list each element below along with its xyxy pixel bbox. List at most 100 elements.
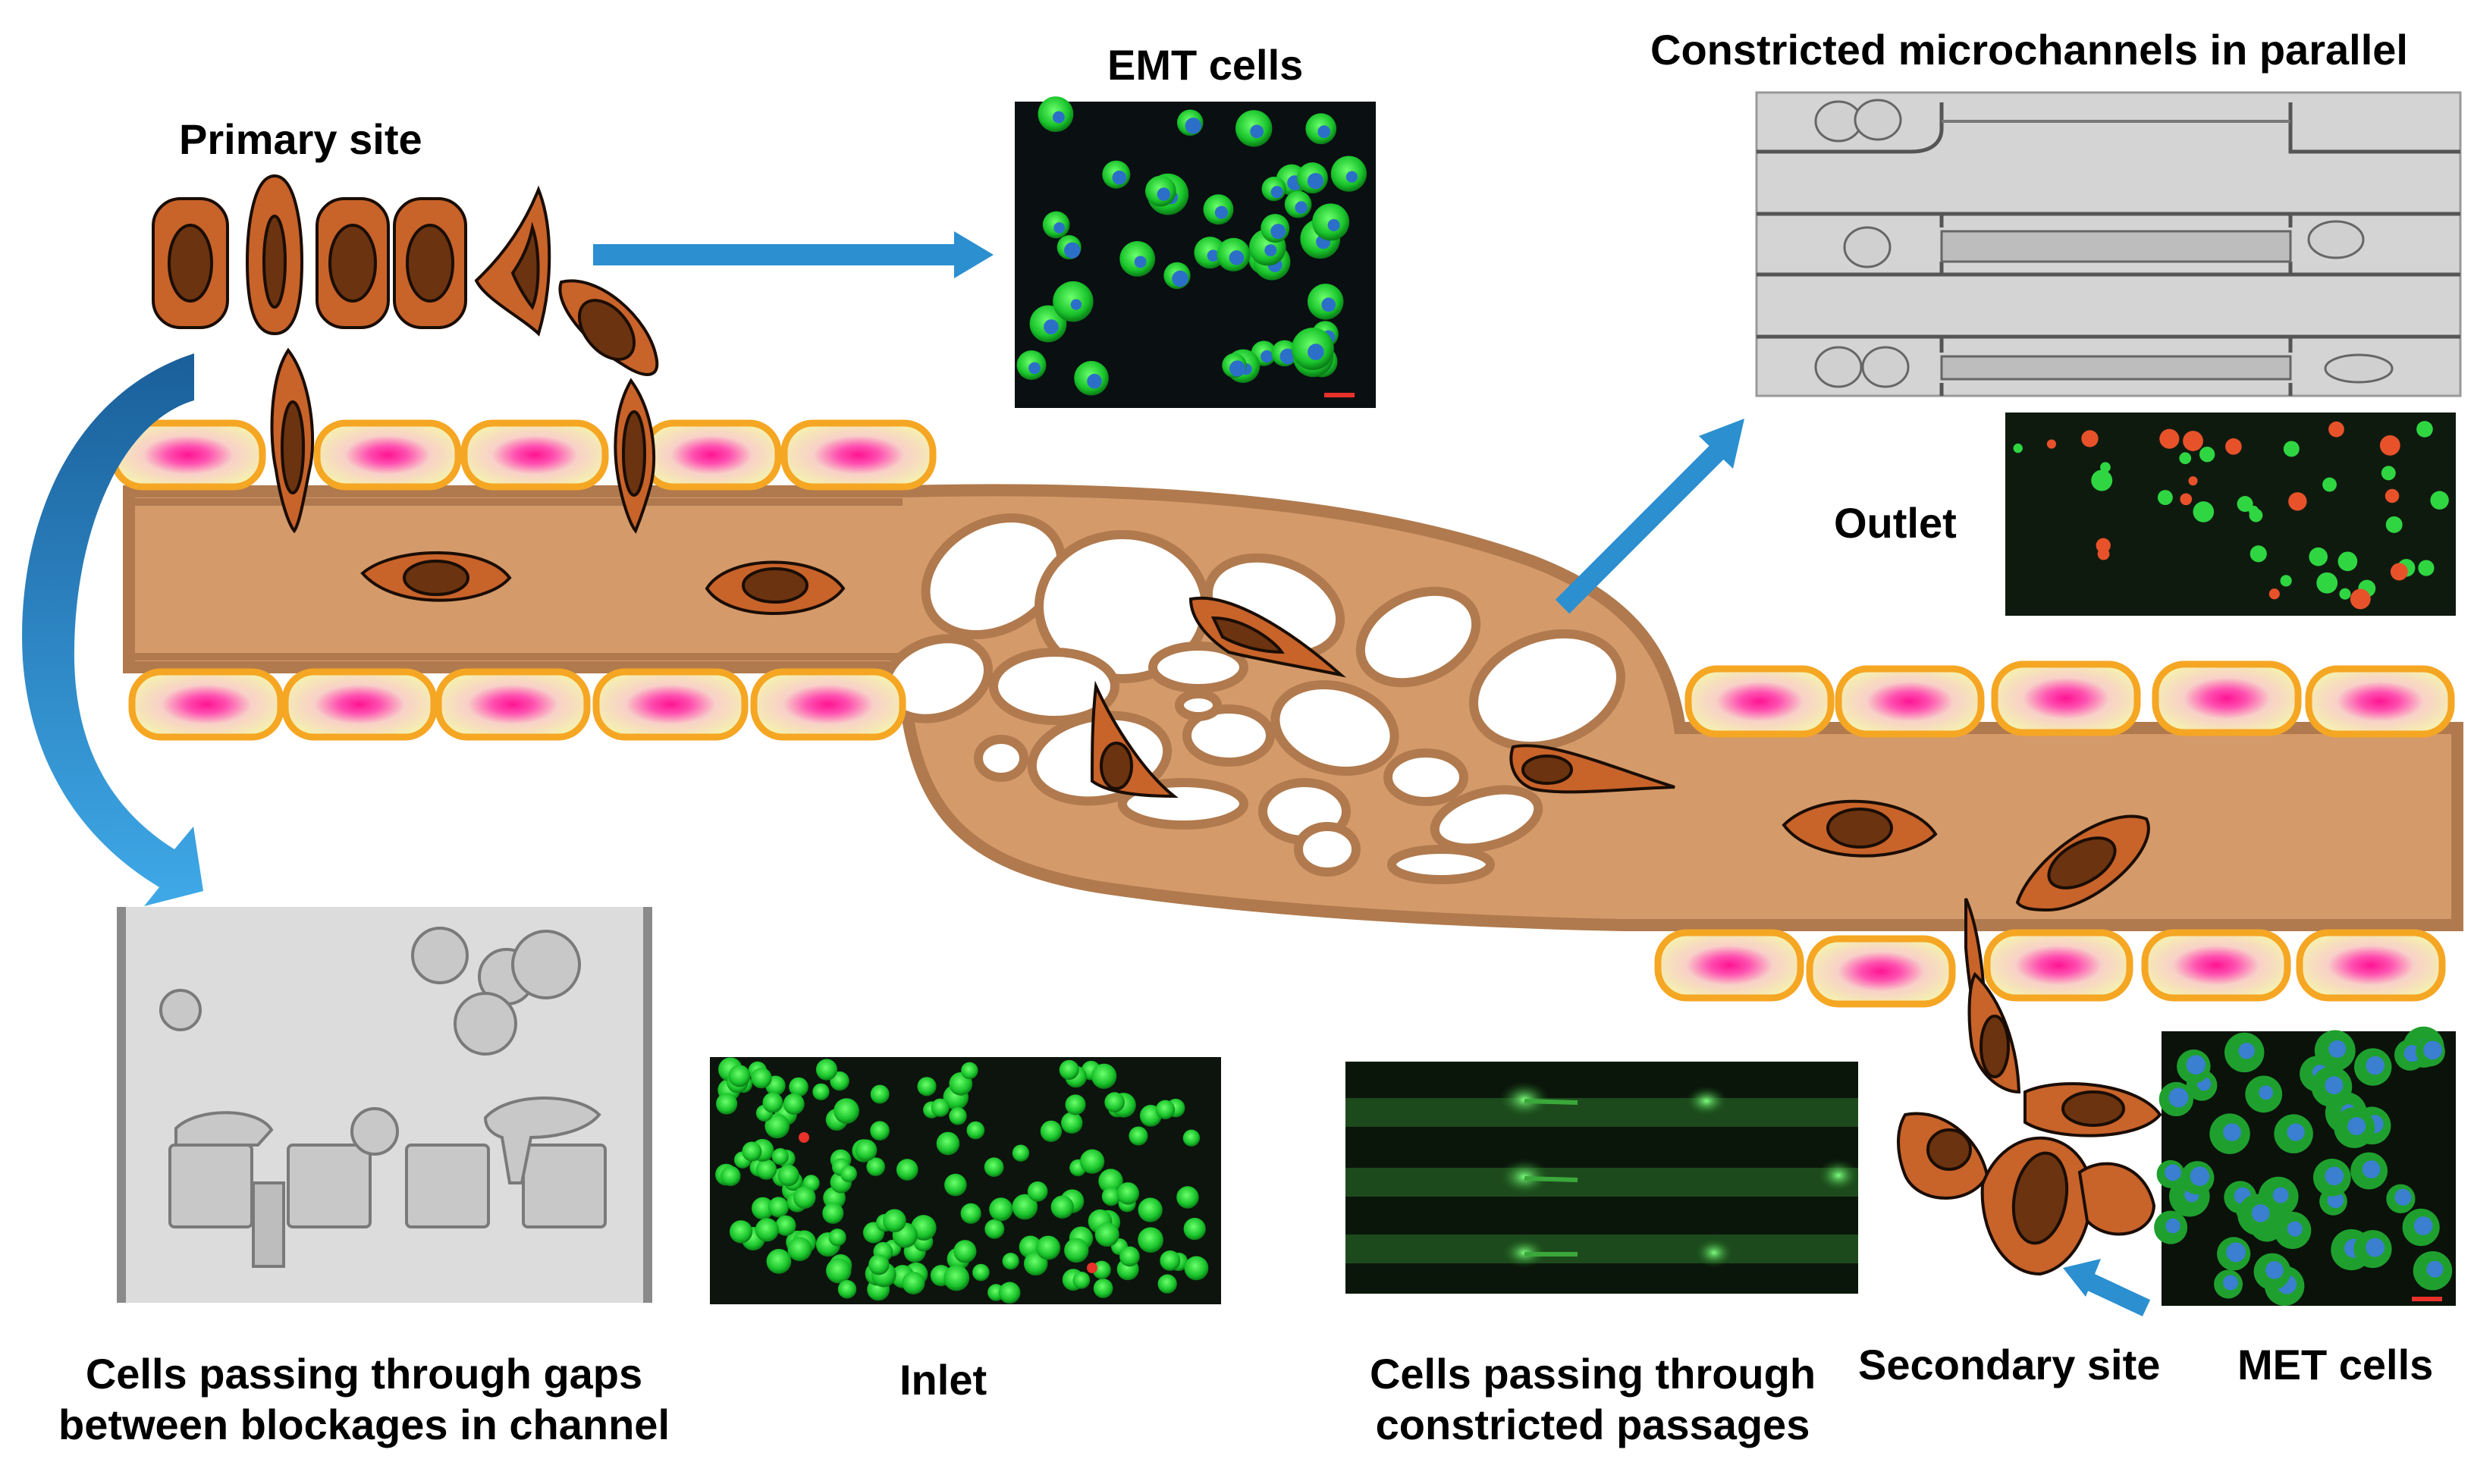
outlet-dead-cell xyxy=(2046,439,2057,449)
emt-cell-nucleus xyxy=(1261,350,1273,363)
inlet-cell xyxy=(953,1240,977,1263)
emt-cell-nucleus xyxy=(1229,360,1246,377)
inlet-cell xyxy=(766,1249,792,1274)
inlet-cell xyxy=(764,1113,790,1139)
inlet-cell xyxy=(1098,1169,1123,1194)
inlet-cell xyxy=(936,1131,960,1156)
endothelial-layer-bottom-right xyxy=(1654,929,2446,1008)
inlet-cell xyxy=(1101,1187,1121,1206)
inlet-cell xyxy=(755,1218,779,1242)
inlet-cell xyxy=(1012,1144,1030,1162)
label-inlet: Inlet xyxy=(899,1356,987,1404)
label-cells-gaps-line2: between blockages in channel xyxy=(58,1401,670,1449)
met-cell-nucleus xyxy=(2426,1260,2444,1278)
inlet-cell xyxy=(1027,1181,1048,1202)
inlet-cell xyxy=(751,1067,772,1089)
emt-cell-nucleus xyxy=(1279,348,1296,365)
met-cell-nucleus xyxy=(2238,1043,2255,1059)
inlet-cell xyxy=(787,1237,812,1262)
inlet-cell xyxy=(742,1141,762,1162)
outlet-live-cell xyxy=(2337,551,2358,572)
outlet-live-cell xyxy=(2199,447,2215,463)
label-cells-constricted: Cells passing through constricted passag… xyxy=(1370,1348,1816,1450)
inlet-cell xyxy=(1157,1274,1177,1294)
met-cell-nucleus xyxy=(2325,1076,2344,1095)
met-cell-nucleus xyxy=(2226,1242,2246,1263)
emt-cell-nucleus xyxy=(1172,270,1188,287)
emt-cell-nucleus xyxy=(1250,124,1264,139)
inlet-cell xyxy=(1138,1227,1163,1253)
inlet-cell xyxy=(1176,1186,1199,1209)
inlet-cell xyxy=(966,1121,985,1140)
inlet-cell xyxy=(1094,1222,1119,1247)
inlet-cell xyxy=(989,1197,1013,1222)
inlet-cell xyxy=(768,1197,790,1218)
inlet-cell xyxy=(1184,1256,1209,1281)
emt-cell-nucleus xyxy=(1064,242,1081,259)
label-constricted-microchannels: Constricted microchannels in parallel xyxy=(1650,26,2408,74)
emt-cell-nucleus xyxy=(1028,362,1041,375)
outlet-live-cell xyxy=(2193,501,2215,522)
inlet-cell xyxy=(870,1121,890,1140)
outlet-live-cell xyxy=(2309,547,2328,566)
label-primary-site: Primary site xyxy=(179,115,422,163)
inlet-cell xyxy=(1091,1063,1117,1089)
inlet-red-cell xyxy=(799,1132,809,1143)
inlet-cell xyxy=(917,1077,937,1097)
endothelial-layer-top-left xyxy=(110,419,937,491)
emt-cell-nucleus xyxy=(1270,186,1283,199)
label-cells-constricted-line2: constricted passages xyxy=(1375,1401,1810,1449)
inlet-cell xyxy=(1138,1197,1163,1222)
label-outlet: Outlet xyxy=(1834,499,1957,547)
met-cell-nucleus xyxy=(2347,1117,2366,1136)
gaps-image xyxy=(117,907,652,1303)
inlet-cell xyxy=(902,1271,925,1294)
inlet-cell xyxy=(1002,1253,1019,1270)
inlet-cell xyxy=(812,1083,830,1100)
met-cell-nucleus xyxy=(2186,1055,2206,1075)
inlet-cell xyxy=(751,1197,774,1220)
inlet-cell xyxy=(775,1215,796,1236)
outlet-live-cell xyxy=(2430,491,2449,510)
outlet-dead-cell xyxy=(2350,588,2371,610)
emt-cell-nucleus xyxy=(1308,344,1324,360)
outlet-dead-cell xyxy=(2268,588,2280,600)
inlet-cell xyxy=(1012,1194,1038,1220)
met-cell-nucleus xyxy=(2413,1216,2433,1235)
label-cells-gaps-line1: Cells passing through gaps xyxy=(85,1350,643,1398)
label-emt-cells: EMT cells xyxy=(1107,41,1304,89)
inlet-cell xyxy=(1059,1059,1079,1080)
met-cell-nucleus xyxy=(2423,1040,2443,1060)
outlet-dead-cell xyxy=(2390,563,2408,581)
inlet-cell xyxy=(1050,1195,1074,1219)
met-cell-nucleus xyxy=(2259,1085,2274,1100)
inlet-cell xyxy=(755,1159,777,1180)
outlet-dead-cell xyxy=(2096,538,2111,553)
met-cell-nucleus xyxy=(2190,1166,2210,1186)
inlet-cell xyxy=(728,1065,751,1087)
inlet-cell xyxy=(998,1282,1021,1304)
inlet-cell xyxy=(1061,1112,1083,1134)
emt-cell-nucleus xyxy=(1321,297,1336,312)
outlet-live-cell xyxy=(2157,490,2173,506)
primary-site-cells xyxy=(152,174,659,376)
inlet-cell xyxy=(834,1098,859,1124)
inlet-cell xyxy=(855,1139,878,1162)
inlet-cell xyxy=(1065,1094,1086,1115)
inlet-cell xyxy=(972,1263,990,1282)
inlet-cell xyxy=(783,1093,805,1115)
outlet-live-cell xyxy=(2385,516,2403,533)
emt-cell-nucleus xyxy=(1345,171,1358,183)
inlet-cell xyxy=(961,1062,978,1080)
arrow-primary-to-emt xyxy=(593,231,994,278)
outlet-dead-cell xyxy=(2328,421,2344,438)
inlet-cell xyxy=(826,1258,852,1284)
arrow-primary-to-gaps xyxy=(22,353,203,906)
inlet-cell xyxy=(1064,1238,1089,1263)
inlet-cell xyxy=(789,1077,808,1097)
inlet-cell xyxy=(943,1265,970,1291)
arrow-met-to-secondary xyxy=(2063,1259,2151,1316)
outlet-dead-cell xyxy=(2288,492,2307,511)
emt-cell-nucleus xyxy=(1157,187,1171,201)
